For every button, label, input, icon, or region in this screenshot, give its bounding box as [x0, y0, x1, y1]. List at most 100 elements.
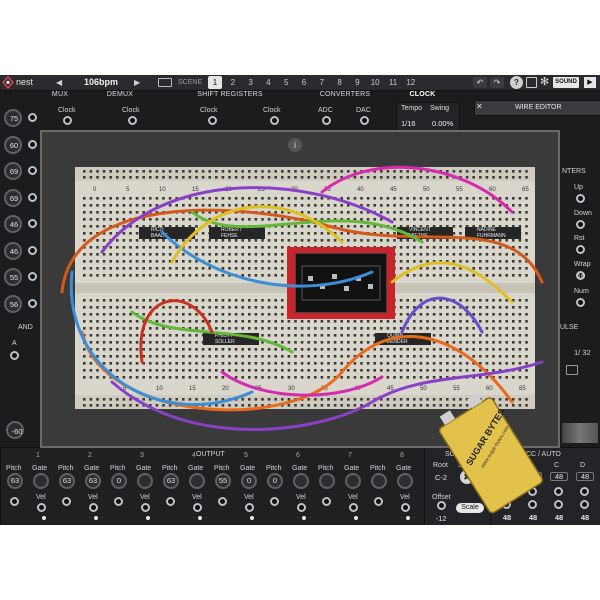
left-knob-6[interactable]: [4, 241, 22, 260]
output-pitch-jack-1[interactable]: [10, 497, 19, 506]
output-pitch-knob-2[interactable]: [59, 473, 75, 489]
output-pitch-knob-5[interactable]: [215, 473, 231, 489]
output-pitch-jack-3[interactable]: [114, 497, 123, 506]
counter-down-jack[interactable]: [576, 220, 585, 229]
pulse-rate-value[interactable]: 1/ 32: [574, 348, 591, 357]
tempo-division-value[interactable]: 1/16: [401, 119, 416, 128]
cc-value-box-d[interactable]: [576, 472, 594, 481]
scene-grid-icon[interactable]: [158, 78, 172, 87]
output-vel-jack-3[interactable]: [141, 503, 150, 512]
output-pitch-jack-6[interactable]: [270, 497, 279, 506]
tempo-next-icon[interactable]: ▶: [134, 78, 141, 87]
wire-editor-close-icon[interactable]: ✕: [476, 102, 483, 111]
offset-jack[interactable]: [437, 501, 446, 510]
output-gate-knob-4[interactable]: [189, 473, 205, 489]
scene-button-2[interactable]: 2: [230, 78, 236, 87]
scene-button-3[interactable]: 3: [248, 78, 253, 87]
output-vel-jack-4[interactable]: [193, 503, 202, 512]
cc-jack-d[interactable]: [580, 487, 589, 496]
demux-clock-jack[interactable]: [128, 116, 137, 125]
left-knob-3[interactable]: [4, 162, 22, 180]
output-vel-jack-1[interactable]: [37, 503, 46, 512]
left-knob-jack-1[interactable]: [28, 113, 37, 122]
tempo-prev-icon[interactable]: ◀: [56, 78, 63, 87]
output-pitch-knob-8[interactable]: [371, 473, 387, 489]
scene-button-6[interactable]: 6: [301, 78, 307, 87]
shift-clock-jack-a[interactable]: [208, 116, 217, 125]
tempo-display[interactable]: 106bpm: [84, 77, 119, 87]
output-gate-knob-2[interactable]: [85, 473, 101, 489]
output-pitch-jack-4[interactable]: [166, 497, 175, 506]
scene-button-7[interactable]: 7: [319, 78, 325, 87]
left-knob-2[interactable]: [4, 135, 22, 154]
left-knob-4[interactable]: [4, 188, 22, 207]
output-vel-jack-6[interactable]: [297, 503, 306, 512]
cc-out-jack-b[interactable]: [528, 500, 537, 509]
scene-button-5[interactable]: 5: [283, 78, 289, 87]
output-vel-jack-7[interactable]: [349, 503, 358, 512]
counter-num-jack[interactable]: [576, 298, 585, 307]
output-pitch-knob-3[interactable]: [111, 473, 127, 489]
scene-button-11[interactable]: 11: [388, 78, 398, 87]
left-knob-jack-7[interactable]: [28, 272, 37, 281]
left-knob-jack-4[interactable]: [28, 192, 37, 202]
output-vel-jack-2[interactable]: [89, 503, 98, 512]
adc-jack[interactable]: [322, 116, 331, 125]
output-gate-knob-3[interactable]: [137, 473, 153, 489]
counter-up-jack[interactable]: [576, 194, 585, 203]
cc-value-box-c[interactable]: [550, 472, 568, 481]
output-pitch-knob-1[interactable]: [7, 473, 23, 489]
counter-rst-jack[interactable]: [576, 245, 585, 254]
left-knob-8[interactable]: [4, 294, 22, 313]
scene-button-9[interactable]: 9: [355, 78, 360, 87]
counter-wrap-jack[interactable]: [576, 271, 585, 280]
and-input-a-jack[interactable]: [10, 351, 19, 360]
dac-jack[interactable]: [360, 116, 369, 125]
left-knob-jack-8[interactable]: [28, 298, 37, 308]
output-pitch-knob-7[interactable]: [319, 473, 335, 489]
scene-button-10[interactable]: 10: [370, 78, 380, 87]
output-pitch-jack-8[interactable]: [374, 497, 383, 506]
mux-clock-jack[interactable]: [63, 116, 72, 125]
output-pitch-jack-5[interactable]: [218, 497, 227, 506]
output-gate-knob-7[interactable]: [345, 473, 361, 489]
scene-button-1[interactable]: 1: [208, 76, 222, 89]
scene-button-12[interactable]: 12: [406, 78, 416, 87]
output-vel-jack-5[interactable]: [245, 503, 254, 512]
undo-icon[interactable]: ↶: [473, 77, 487, 88]
cc-out-jack-d[interactable]: [580, 500, 589, 509]
wrap-value[interactable]: 16: [576, 271, 586, 280]
scene-button-8[interactable]: 8: [337, 78, 342, 87]
redo-icon[interactable]: ↷: [490, 77, 504, 88]
cpu-chip[interactable]: [287, 247, 395, 319]
output-pitch-jack-2[interactable]: [62, 497, 71, 506]
output-gate-knob-6[interactable]: [293, 473, 309, 489]
root-value[interactable]: C-2: [434, 473, 448, 482]
output-gate-knob-8[interactable]: [397, 473, 413, 489]
file-icon[interactable]: [526, 77, 537, 88]
output-gate-knob-1[interactable]: [33, 473, 49, 489]
shift-clock-jack-b[interactable]: [270, 116, 279, 125]
scale-button[interactable]: Scale: [456, 503, 484, 513]
swing-value[interactable]: 0.00%: [432, 119, 454, 128]
output-pitch-knob-4[interactable]: [163, 473, 179, 489]
left-knob-jack-5[interactable]: [28, 219, 37, 228]
sound-button[interactable]: SOUND: [553, 77, 579, 88]
left-knob-jack-3[interactable]: [28, 166, 37, 175]
info-icon[interactable]: i: [288, 138, 302, 152]
cc-jack-c[interactable]: [554, 487, 563, 496]
output-vel-jack-8[interactable]: [401, 503, 410, 512]
left-bottom-knob[interactable]: [6, 421, 24, 439]
left-knob-7[interactable]: [4, 268, 22, 286]
sugar-bytes-battery[interactable]: SUGAR BYTES www.sugar-bytes.com: [438, 390, 543, 525]
left-knob-5[interactable]: [4, 215, 22, 233]
output-pitch-jack-7[interactable]: [322, 497, 331, 506]
output-pitch-knob-6[interactable]: [267, 473, 283, 489]
play-icon[interactable]: ▶: [584, 77, 596, 88]
left-knob-jack-6[interactable]: [28, 245, 37, 255]
cc-out-jack-c[interactable]: [554, 500, 563, 509]
help-icon[interactable]: ?: [510, 76, 523, 89]
